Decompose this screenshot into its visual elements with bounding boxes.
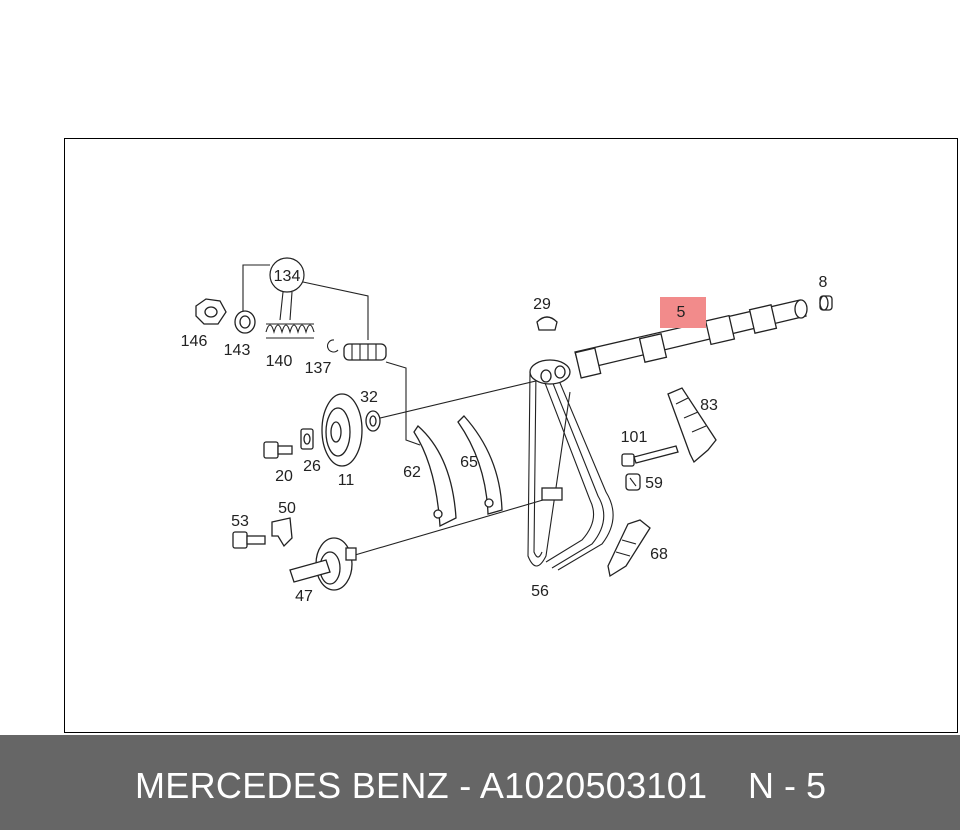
callout-label: 26: [303, 458, 321, 475]
leader-line-sprocket: [379, 379, 541, 419]
callout-label: 65: [460, 454, 478, 471]
callout-label: 62: [403, 464, 421, 481]
bolt-53-icon: [232, 531, 266, 549]
tensioner-134-icon: [343, 343, 387, 361]
bracket-50-icon: [271, 517, 293, 548]
callout-134-bracket: [242, 257, 369, 340]
callout-label: 59: [645, 475, 663, 492]
callout-label: 29: [533, 296, 551, 313]
highlight-part-5: [660, 297, 706, 328]
bolt-29-icon: [536, 316, 558, 331]
leader-line-crank: [354, 494, 561, 556]
callout-label: 101: [621, 429, 648, 446]
callout-label: 53: [231, 513, 249, 530]
bolt-101-icon: [621, 445, 679, 467]
callout-label: 146: [181, 333, 208, 350]
plug-8-icon: [819, 295, 833, 311]
rail-65-icon: [457, 415, 503, 515]
camshaft-5-icon: [574, 299, 808, 379]
callout-label-highlighted: 5: [677, 304, 686, 321]
chain-56-icon: [527, 359, 614, 571]
callout-label: 140: [266, 353, 293, 370]
sprocket-11-icon: [321, 393, 363, 467]
callout-label: 47: [295, 588, 313, 605]
washer-26-icon: [300, 428, 314, 450]
callout-label: 8: [819, 274, 828, 291]
timing-chain-exploded-diagram: 134 146 143 140 137 29 5 8 83 32 20 26 1…: [181, 257, 833, 605]
guide-83-icon: [667, 387, 717, 464]
nut-146-icon: [195, 298, 227, 325]
diagram-reference-caption: N - 5: [748, 765, 827, 806]
crank-sprocket-47-icon: [289, 537, 357, 591]
guide-68-icon: [607, 519, 651, 578]
washer-32-icon: [365, 410, 381, 432]
footer-bar: [0, 735, 960, 830]
callout-label: 68: [650, 546, 668, 563]
callout-label: 50: [278, 500, 296, 517]
washer-143-icon: [234, 310, 256, 334]
rail-62-icon: [413, 425, 457, 528]
callout-label: 83: [700, 397, 718, 414]
callout-label: 32: [360, 389, 378, 406]
leader-line-tensioner: [385, 361, 421, 446]
link-59-icon: [625, 473, 641, 491]
callout-label: 137: [305, 360, 332, 377]
callout-label: 143: [224, 342, 251, 359]
callout-label: 11: [338, 472, 355, 489]
part-number-caption: MERCEDES BENZ - A1020503101: [135, 765, 708, 806]
clip-137-icon: [327, 339, 339, 353]
spring-140-icon: [265, 323, 315, 339]
callout-label: 134: [274, 268, 301, 285]
parts-diagram-frame: [64, 138, 958, 733]
callout-label: 56: [531, 583, 549, 600]
callout-label: 20: [275, 468, 293, 485]
bolt-20-icon: [263, 441, 293, 459]
